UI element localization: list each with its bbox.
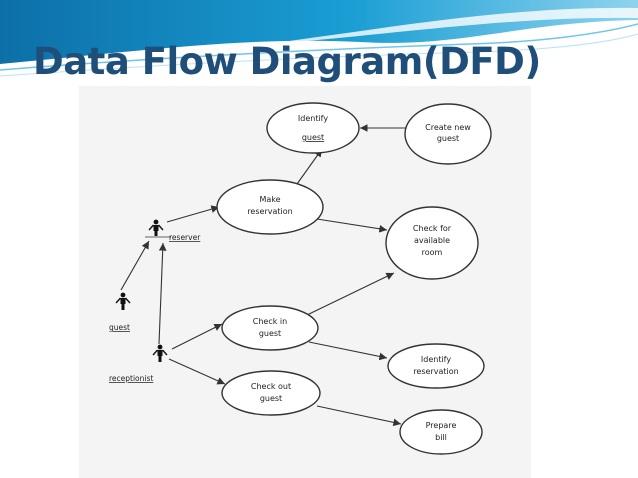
flow-check-out-guest-to-prepare-bill xyxy=(316,405,402,427)
slide-header-decoration xyxy=(0,0,638,77)
process-label: room xyxy=(422,248,443,257)
process-label: available xyxy=(414,236,450,245)
actor-reserver: reserver xyxy=(145,219,201,242)
person-icon xyxy=(115,292,131,310)
process-label: reservation xyxy=(413,367,458,376)
dfd-diagram: Identify guest Create new guest Make res… xyxy=(79,86,531,478)
flow-check-in-guest-to-identify-reservation xyxy=(308,341,388,361)
flow-make-reservation-to-check-available-room xyxy=(316,218,388,233)
process-label: bill xyxy=(435,433,447,442)
header-swoosh xyxy=(250,7,638,46)
header-wave-line-2 xyxy=(0,33,638,77)
slide-title: Data Flow Diagram(DFD) xyxy=(33,40,541,83)
process-label: guest xyxy=(437,134,459,143)
process-identify-guest: Identify guest xyxy=(266,102,360,154)
process-create-new-guest: Create new guest xyxy=(404,103,492,165)
process-label: Check for xyxy=(413,224,452,233)
flow-make-reservation-to-identify-guest xyxy=(296,148,323,185)
flow-receptionist-to-check-in-guest xyxy=(171,323,223,350)
process-label: guest xyxy=(260,394,282,403)
process-label: guest xyxy=(302,133,324,142)
process-check-available-room: Check for available room xyxy=(385,206,479,280)
process-check-in-guest: Check in guest xyxy=(221,305,319,351)
process-label: Check in xyxy=(253,317,287,326)
process-label: Create new xyxy=(425,123,471,132)
actor-label: reserver xyxy=(169,233,201,242)
process-label: reservation xyxy=(247,207,292,216)
actor-label: receptionist xyxy=(109,374,153,383)
flow-reserver-to-make-reservation xyxy=(166,205,220,223)
process-prepare-bill: Prepare bill xyxy=(399,409,483,455)
process-identify-reservation: Identify reservation xyxy=(387,343,485,389)
actor-receptionist: receptionist xyxy=(109,344,168,383)
person-icon xyxy=(148,219,164,236)
flow-check-in-guest-to-check-available-room xyxy=(306,272,395,316)
flow-receptionist-to-reserver xyxy=(158,242,167,345)
actor-label: guest xyxy=(109,323,130,332)
header-wave-line xyxy=(0,23,638,71)
flow-guest-to-reserver xyxy=(120,240,150,291)
process-label: guest xyxy=(259,329,281,338)
process-label: Check out xyxy=(251,382,291,391)
person-icon xyxy=(152,344,168,362)
actor-guest: guest xyxy=(109,292,131,332)
process-check-out-guest: Check out guest xyxy=(221,370,321,416)
flow-receptionist-to-check-out-guest xyxy=(168,358,226,385)
process-make-reservation: Make reservation xyxy=(216,179,324,235)
process-label: Identify xyxy=(298,114,328,123)
process-label: Make xyxy=(259,195,280,204)
flows xyxy=(120,124,406,427)
process-label: Identify xyxy=(421,355,451,364)
process-label: Prepare xyxy=(426,421,457,430)
